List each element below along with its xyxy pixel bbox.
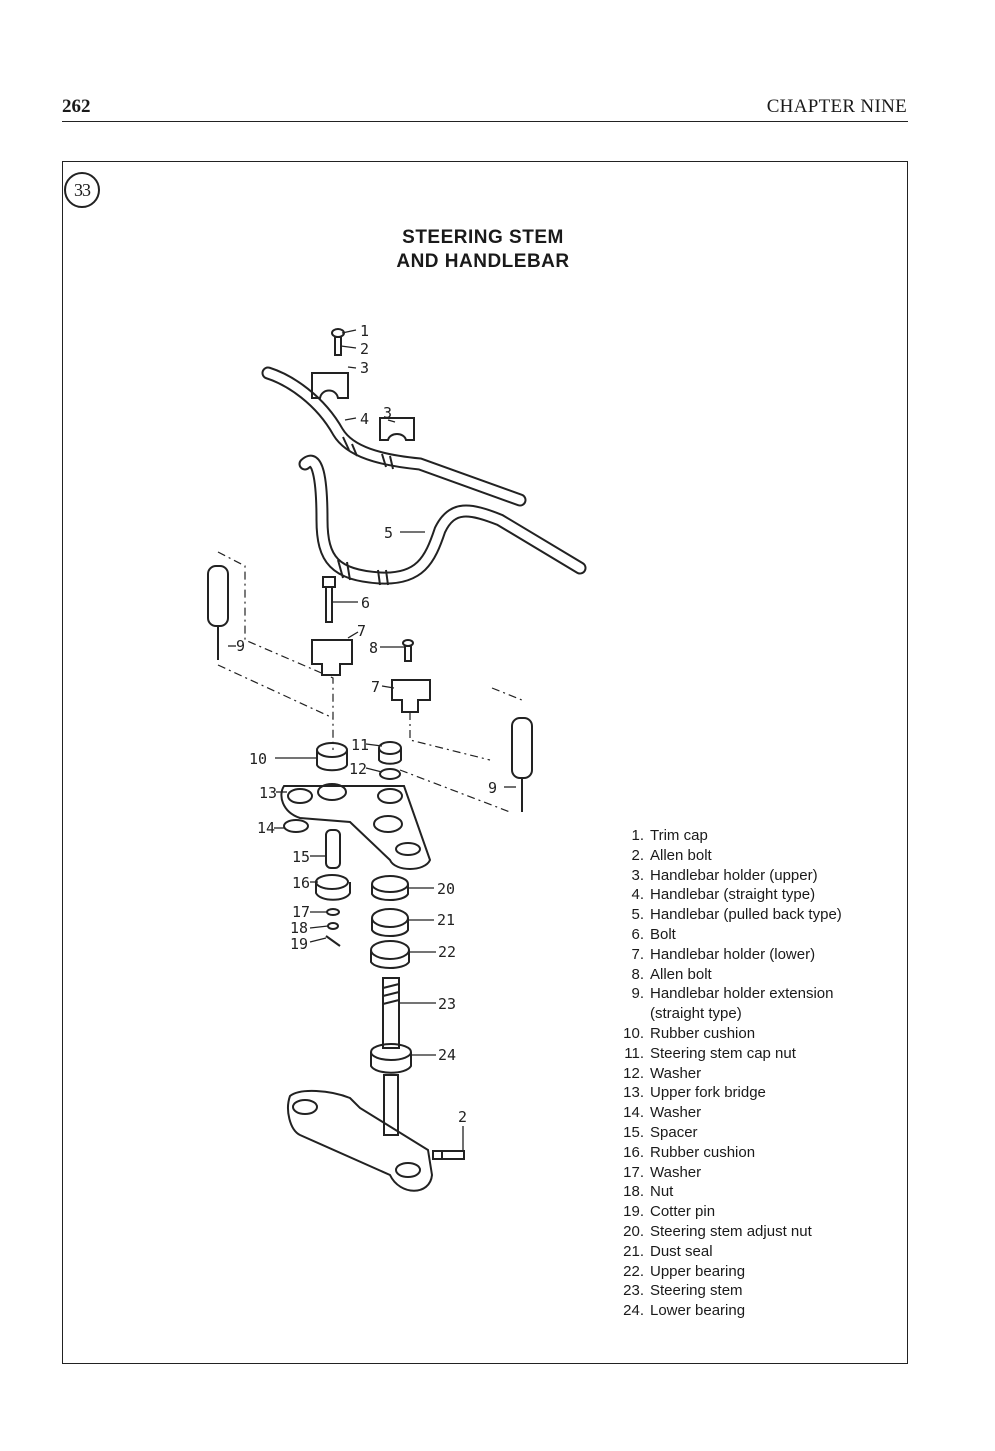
legend-item-label: Washer [650,1064,702,1082]
figure-title-line2: AND HANDLEBAR [396,251,570,272]
legend-item: 19. Cotter pin [610,1202,842,1222]
legend-item-number: 6. [631,925,644,943]
legend-item: 5. Handlebar (pulled back type) [610,905,842,925]
legend-item: 15. Spacer [610,1123,842,1143]
legend-item-label: Trim cap [650,827,708,844]
legend-item-label: Handlebar holder (upper) [650,866,818,884]
legend-item-label: Cotter pin [650,1203,716,1221]
legend-item-number: 13. [623,1084,644,1102]
legend-item-number: 9. [631,985,644,1003]
legend-item-number: 23. [623,1282,644,1300]
legend-item-number: 22. [623,1262,644,1280]
legend-item: 13. Upper fork bridge [610,1083,842,1103]
legend-item-number: 11. [624,1044,644,1062]
legend-item-label: Spacer [650,1123,698,1141]
legend-item-label: Steering stem [650,1282,743,1300]
legend-item: 16. Rubber cushion [610,1143,842,1163]
legend-item: 14. Washer [610,1103,842,1123]
legend-item-number: 5. [631,906,644,924]
legend-item: 9. Handlebar holder extension (straight t… [610,984,842,1024]
legend-item-number: 20. [623,1222,644,1240]
chapter-title: CHAPTER NINE [766,96,907,117]
legend-item: 2. Allen bolt [610,846,842,866]
legend-item: 24. Lower bearing [610,1301,842,1321]
legend-item-number: 12. [623,1064,644,1082]
legend-item-label: Washer [650,1104,702,1122]
legend-item-label: Washer [650,1163,702,1181]
legend-item-number: 2. [631,846,644,864]
legend-item: 3. Handlebar holder (upper) [610,866,842,886]
legend-item-label: Dust seal [650,1242,713,1260]
legend-item: 8. Allen bolt [610,965,842,985]
legend-item: 23. Steering stem [610,1281,842,1301]
legend-item-number: 10. [623,1024,644,1042]
figure-frame [62,161,908,1364]
legend-item: 17. Washer [610,1163,842,1183]
legend-item-number: 19. [623,1203,644,1221]
legend-item-label: Allen bolt [650,965,712,983]
legend-item-number: 14. [623,1104,644,1122]
parts-legend: 1. Trim cap 2. Allen bolt 3. Handlebar holder… [610,826,842,1321]
legend-item-label: Upper bearing [650,1262,746,1280]
legend-item-number: 4. [631,886,644,904]
legend-item: 11. Steering stem cap nut [610,1044,842,1064]
legend-item: 10. Rubber cushion [610,1024,842,1044]
legend-item-label: Rubber cushion [650,1024,756,1042]
legend-item-label: Rubber cushion [650,1143,756,1161]
legend-item-label: Allen bolt [650,846,712,864]
legend-item: 4. Handlebar (straight type) [610,885,842,905]
legend-item: 22. Upper bearing [610,1262,842,1282]
page-number: 262 [62,96,91,117]
legend-item-number: 21. [623,1242,644,1260]
legend-item-number: 8. [631,965,644,983]
legend-item-label: Handlebar holder extension (straight typ… [650,985,834,1023]
legend-item-label: Steering stem adjust nut [650,1222,812,1240]
legend-item-number: 16. [623,1143,644,1161]
legend-item-number: 1. [631,827,644,844]
legend-item-label: Steering stem cap nut [650,1044,796,1062]
figure-number-badge: 33 [64,172,100,208]
legend-item: 18. Nut [610,1182,842,1202]
legend-item-label: Bolt [650,925,676,943]
figure-title-line1: STEERING STEM [402,227,564,248]
legend-item-number: 7. [631,945,644,963]
legend-item-label: Lower bearing [650,1302,746,1320]
legend-item: 6. Bolt [610,925,842,945]
legend-item: 12. Washer [610,1064,842,1084]
legend-item-label: Nut [650,1183,674,1201]
legend-item-label: Handlebar (pulled back type) [650,906,842,924]
legend-item-number: 15. [623,1123,644,1141]
legend-item-number: 18. [623,1183,644,1201]
legend-item: 7. Handlebar holder (lower) [610,945,842,965]
legend-item: 20. Steering stem adjust nut [610,1222,842,1242]
legend-item: 21. Dust seal [610,1242,842,1262]
legend-item-number: 3. [631,866,644,884]
legend-item-number: 24. [623,1302,644,1320]
legend-item-number: 17. [623,1163,644,1181]
legend-item-label: Handlebar (straight type) [650,886,816,904]
legend-item-label: Upper fork bridge [650,1084,766,1102]
header-rule [62,121,908,122]
legend-item: 1. Trim cap [610,826,842,846]
legend-item-label: Handlebar holder (lower) [650,945,816,963]
